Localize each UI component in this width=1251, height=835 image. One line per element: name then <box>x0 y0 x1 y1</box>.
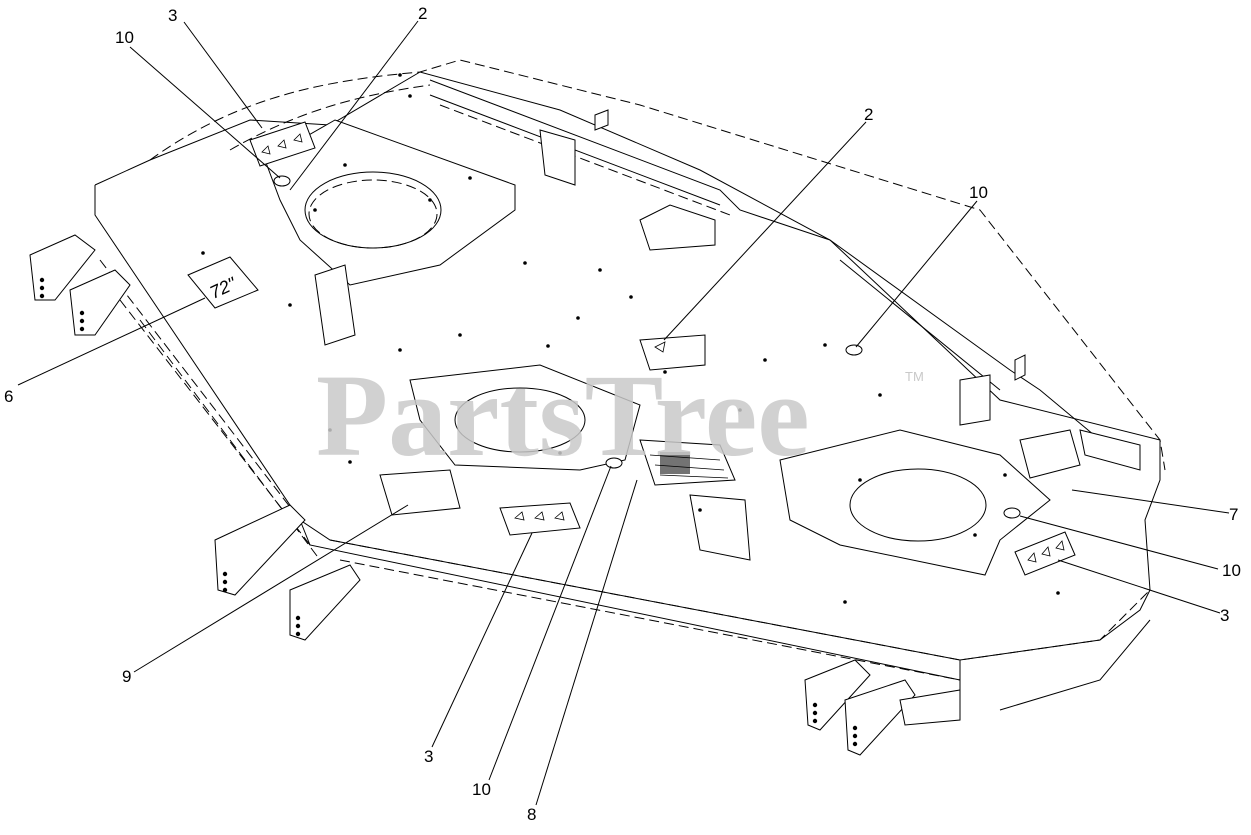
decal-blank-9 <box>379 469 461 516</box>
callout-7: 7 <box>1229 505 1238 524</box>
callout-3-right: 3 <box>1220 606 1229 625</box>
deck-top <box>94 71 1161 711</box>
callout-6: 6 <box>4 387 13 406</box>
decal-center-warning <box>639 334 706 371</box>
right-spindle-plate <box>779 429 1051 576</box>
deck-holes <box>201 73 1060 604</box>
watermark-tm: TM <box>905 369 924 384</box>
decal-arrows-front <box>499 502 581 536</box>
callout-labels: 3 2 10 2 10 6 7 10 3 9 3 10 8 <box>4 4 1241 824</box>
callout-10-far-right: 10 <box>1222 561 1241 580</box>
callout-2-center: 2 <box>864 105 873 124</box>
decal-safety-8 <box>639 439 736 486</box>
center-spindle-plate <box>409 364 641 471</box>
plugs <box>273 175 1021 519</box>
left-spindle-plate <box>264 119 516 286</box>
watermark-text: PartsTree <box>316 350 810 481</box>
callout-10-right: 10 <box>969 183 988 202</box>
callout-8: 8 <box>527 805 536 824</box>
decal-arrows-right <box>1014 531 1076 576</box>
deck-outline <box>99 59 1166 681</box>
decal-72-size: 72" <box>187 256 259 309</box>
callout-10-top-left: 10 <box>115 28 134 47</box>
callout-2-top-left: 2 <box>418 4 427 23</box>
callout-10-bottom: 10 <box>472 780 491 799</box>
callout-3-top: 3 <box>168 6 177 25</box>
watermark: PartsTree TM <box>316 350 924 481</box>
callout-9: 9 <box>122 667 131 686</box>
callout-3-bottom: 3 <box>424 747 433 766</box>
mounting-brackets <box>29 234 961 756</box>
rear-tube <box>429 79 1141 471</box>
decal-7 <box>1019 429 1081 479</box>
leader-lines <box>17 20 1230 806</box>
